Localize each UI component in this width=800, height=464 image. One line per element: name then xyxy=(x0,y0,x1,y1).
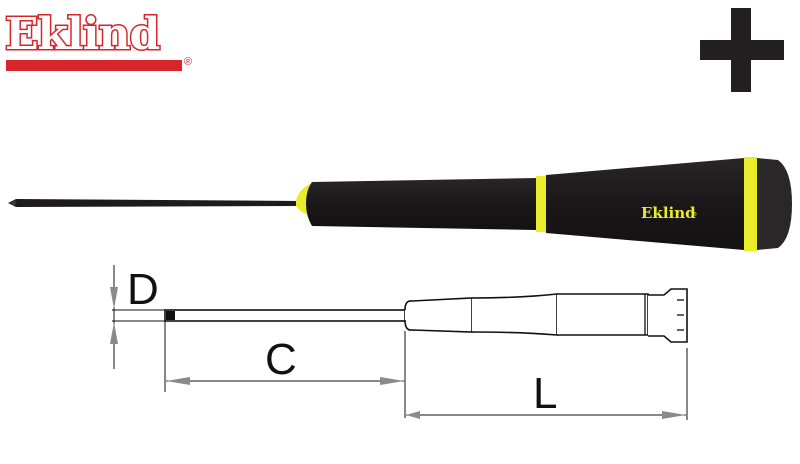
brand-logo: Eklind ® xyxy=(3,9,193,72)
brand-logo-text: Eklind xyxy=(3,9,161,60)
dimension-label-l: L xyxy=(533,369,558,418)
svg-text:®: ® xyxy=(693,211,697,218)
brand-logo-underline xyxy=(6,60,182,71)
dimension-label-c: C xyxy=(265,335,297,384)
handle-brand-text: Eklind xyxy=(641,204,696,222)
screwdriver-photo: Eklind ® xyxy=(8,157,792,251)
phillips-plus-icon xyxy=(700,8,784,92)
dimension-label-d: D xyxy=(127,265,159,314)
dimension-drawing xyxy=(110,265,688,420)
registered-mark: ® xyxy=(184,56,193,68)
